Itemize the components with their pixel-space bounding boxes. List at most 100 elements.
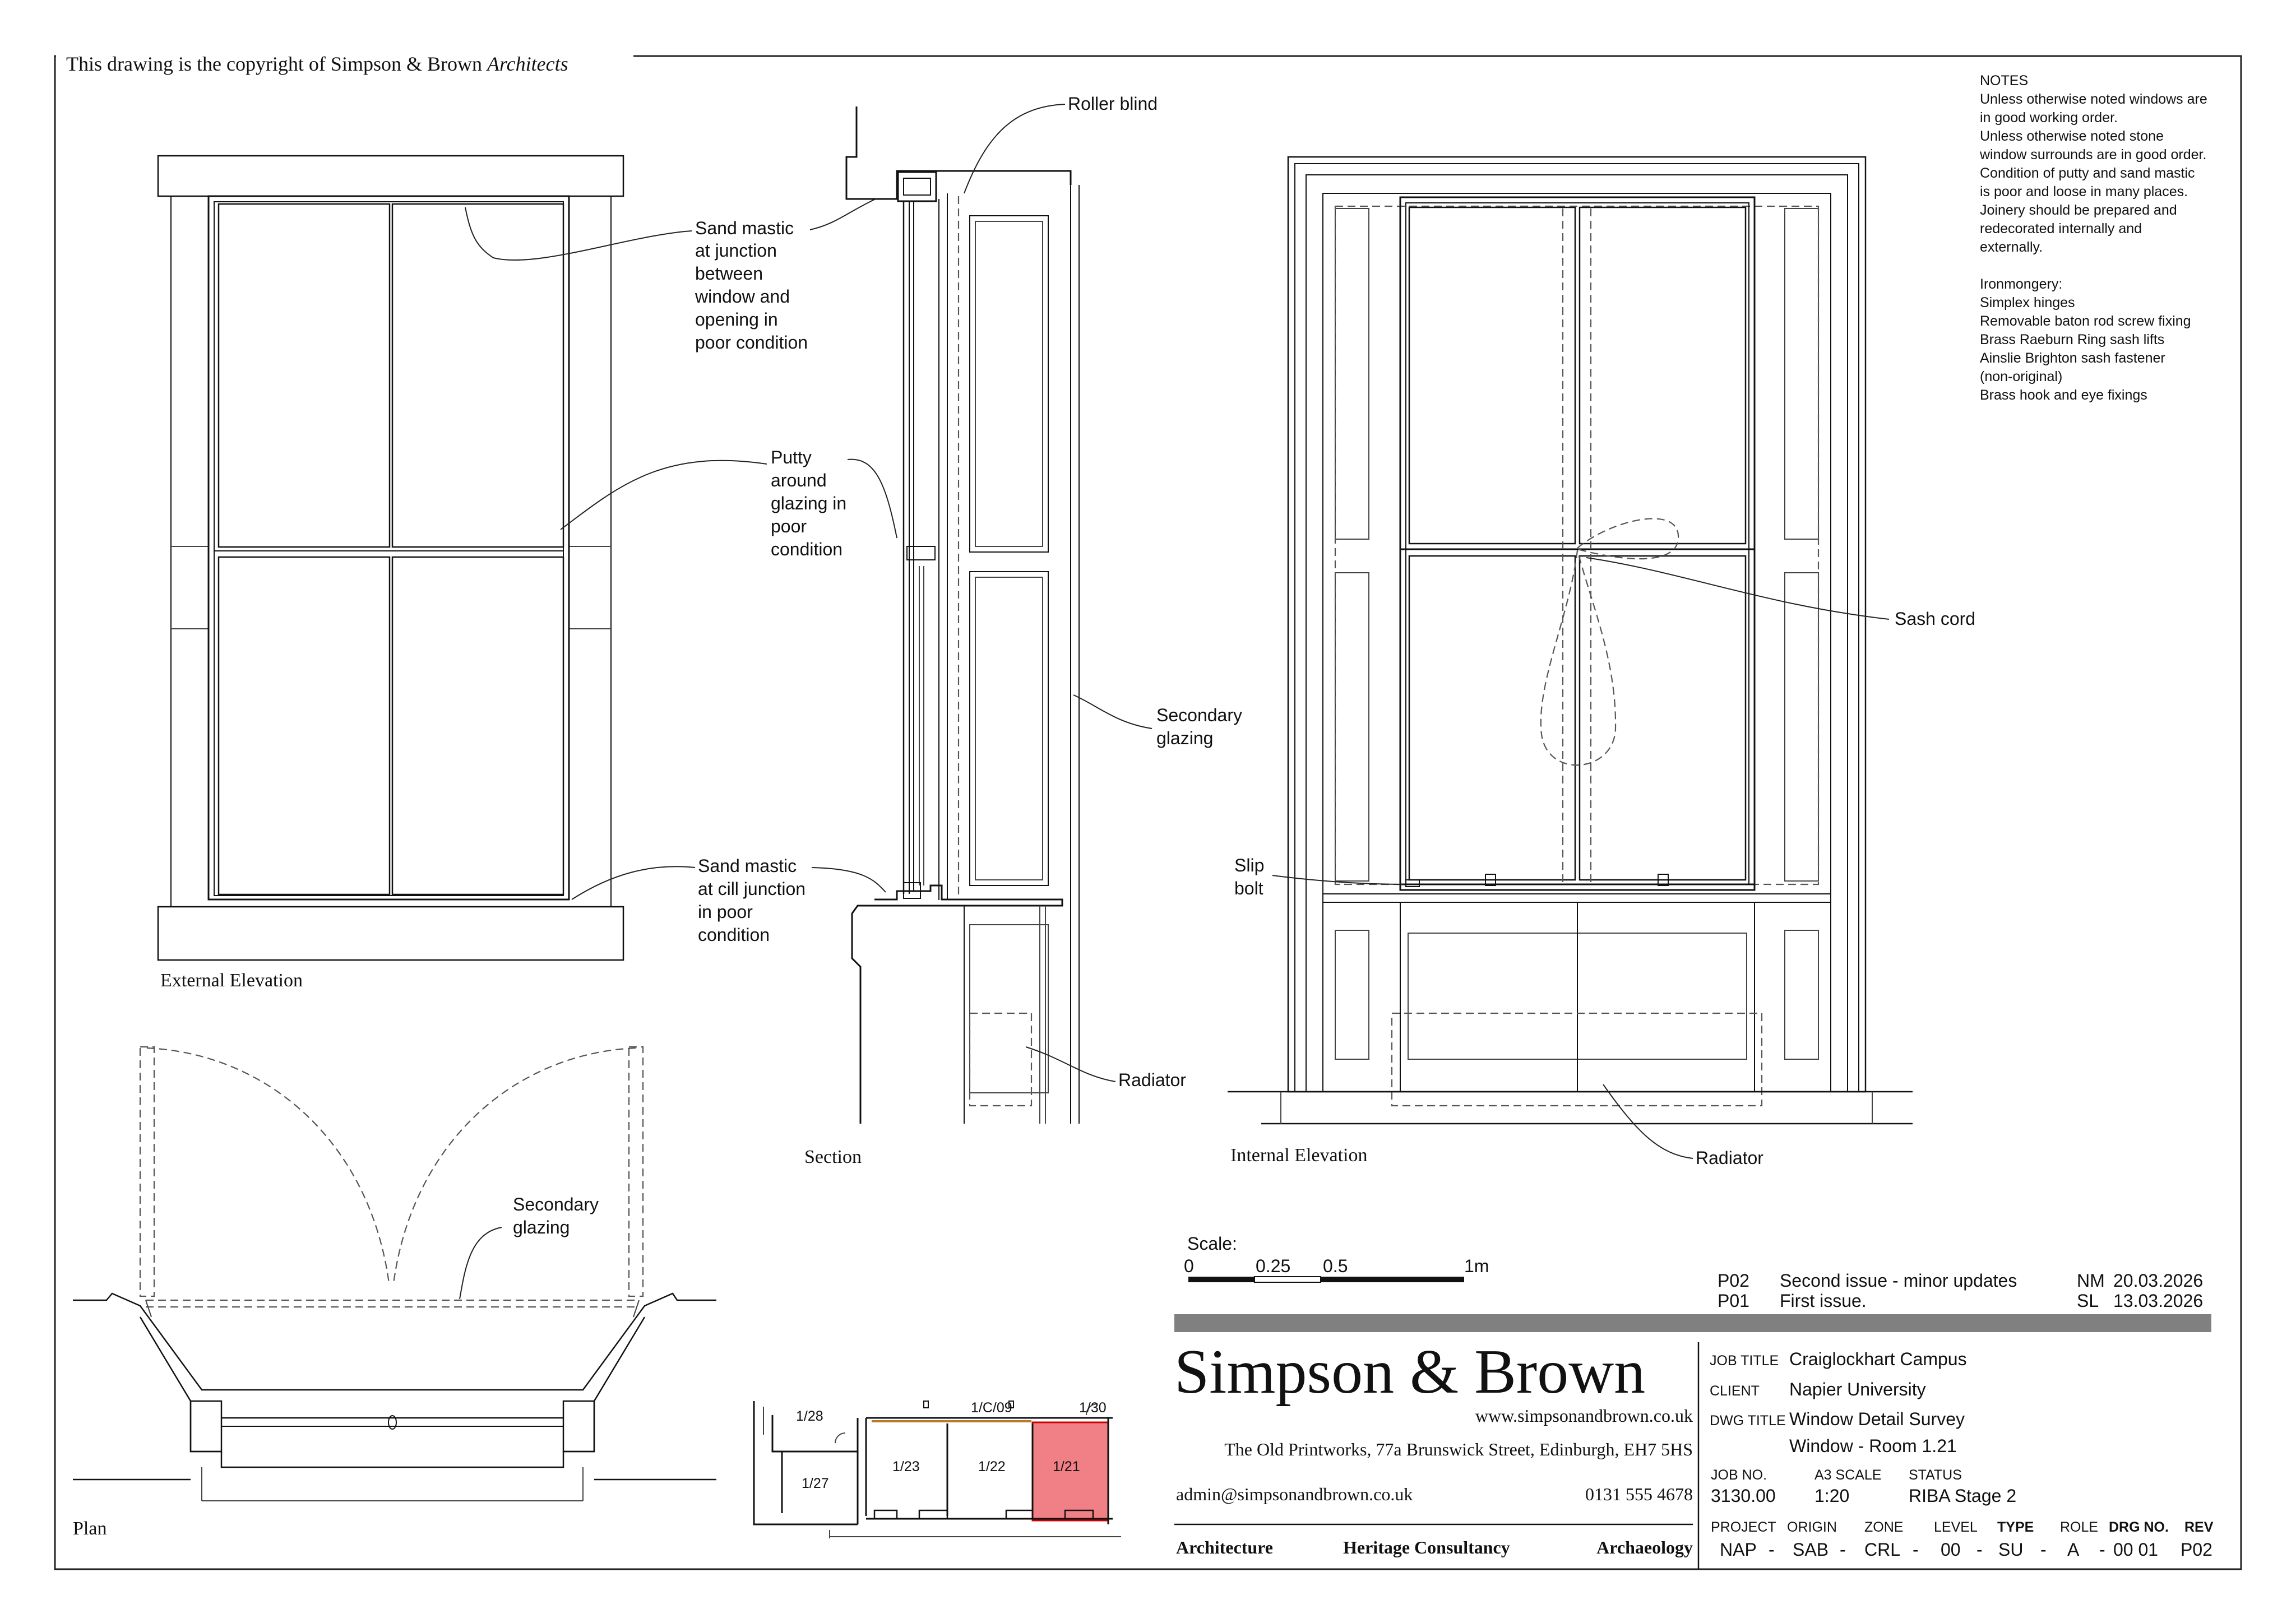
firm-logo: Simpson & Brown <box>1174 1337 1645 1407</box>
svg-text:00: 00 <box>1941 1539 1961 1560</box>
svg-text:in good working order.: in good working order. <box>1980 110 2118 126</box>
svg-text:Sand mastic: Sand mastic <box>695 218 794 238</box>
svg-text:0: 0 <box>1184 1256 1194 1276</box>
svg-text:1m: 1m <box>1464 1256 1489 1276</box>
svg-text:ORIGIN: ORIGIN <box>1787 1519 1837 1535</box>
notes-block: NOTES Unless otherwise noted windows are… <box>1979 73 2207 403</box>
copyright-notice: This drawing is the copyright of Simpson… <box>66 53 568 75</box>
svg-text:poor: poor <box>771 516 807 536</box>
svg-text:-: - <box>2099 1539 2105 1560</box>
annotation-roller-blind: Roller blind <box>1068 94 1158 114</box>
svg-text:Joinery should be prepared and: Joinery should be prepared and <box>1980 202 2177 218</box>
svg-text:0131 555 4678: 0131 555 4678 <box>1585 1484 1693 1504</box>
svg-text:Archaeology: Archaeology <box>1596 1537 1693 1557</box>
svg-text:bolt: bolt <box>1234 878 1263 898</box>
svg-text:condition: condition <box>698 925 770 945</box>
svg-text:window surrounds are in good o: window surrounds are in good order. <box>1979 147 2206 163</box>
svg-text:SU: SU <box>1998 1539 2023 1560</box>
svg-text:A3 SCALE: A3 SCALE <box>1814 1467 1882 1483</box>
svg-text:Secondary: Secondary <box>513 1194 599 1214</box>
svg-text:-: - <box>1913 1539 1919 1560</box>
firm-block: Simpson & Brown www.simpsonandbrown.co.u… <box>1174 1337 1700 1569</box>
svg-text:opening in: opening in <box>695 309 778 330</box>
svg-text:A: A <box>2067 1539 2080 1560</box>
svg-text:SAB: SAB <box>1793 1539 1829 1560</box>
svg-text:0.5: 0.5 <box>1323 1256 1348 1276</box>
annotation-sash-cord: Sash cord <box>1895 609 1975 629</box>
svg-text:glazing: glazing <box>513 1217 570 1237</box>
svg-text:Napier University: Napier University <box>1789 1379 1926 1399</box>
svg-text:1/C/09: 1/C/09 <box>971 1400 1012 1416</box>
svg-text:Condition of putty and sand ma: Condition of putty and sand mastic <box>1980 165 2195 181</box>
key-plan-highlight <box>1031 1421 1109 1522</box>
svg-text:glazing: glazing <box>1156 728 1213 748</box>
annotation-sand-mastic-cill: Sand mastic at cill junction in poor con… <box>698 856 806 945</box>
svg-text:-: - <box>1840 1539 1846 1560</box>
svg-text:Architecture: Architecture <box>1176 1537 1273 1557</box>
svg-text:P01: P01 <box>1718 1291 1749 1311</box>
svg-text:3130.00: 3130.00 <box>1711 1486 1776 1506</box>
svg-text:Brass Raeburn Ring sash lifts: Brass Raeburn Ring sash lifts <box>1980 332 2164 347</box>
key-plan: 1/28 1/C/09 1/30 1/27 1/23 1/22 1/21 <box>753 1400 1121 1538</box>
svg-text:First issue.: First issue. <box>1780 1291 1867 1311</box>
svg-text:The Old Printworks, 77a Brunsw: The Old Printworks, 77a Brunswick Street… <box>1224 1439 1693 1459</box>
annotation-secondary-glazing-plan: Secondary glazing <box>513 1194 599 1237</box>
svg-text:1/30: 1/30 <box>1079 1400 1107 1416</box>
svg-text:JOB NO.: JOB NO. <box>1711 1467 1767 1483</box>
svg-text:CRL: CRL <box>1864 1539 1900 1560</box>
svg-text:DWG TITLE: DWG TITLE <box>1710 1413 1786 1429</box>
svg-text:DRG NO.: DRG NO. <box>2109 1519 2169 1535</box>
internal-elevation: Internal Elevation <box>1228 156 1913 1166</box>
svg-text:-: - <box>1976 1539 1983 1560</box>
svg-text:(non-original): (non-original) <box>1980 369 2062 384</box>
svg-text:at cill junction: at cill junction <box>698 879 806 899</box>
label-internal-elevation: Internal Elevation <box>1230 1145 1368 1166</box>
label-plan: Plan <box>73 1518 107 1539</box>
svg-text:Sand mastic: Sand mastic <box>698 856 797 876</box>
svg-text:Craiglockhart Campus: Craiglockhart Campus <box>1789 1349 1967 1369</box>
section-view: Section <box>804 106 1080 1167</box>
svg-text:CLIENT: CLIENT <box>1710 1383 1760 1399</box>
svg-text:window and: window and <box>695 286 790 307</box>
svg-text:TYPE: TYPE <box>1997 1519 2034 1535</box>
svg-text:poor condition: poor condition <box>695 332 808 353</box>
svg-text:00 01: 00 01 <box>2113 1539 2158 1560</box>
svg-text:Putty: Putty <box>771 447 812 467</box>
svg-text:Second issue - minor updates: Second issue - minor updates <box>1780 1270 2017 1291</box>
plan-view: Plan <box>73 1046 716 1539</box>
sheet-border <box>54 55 2242 1570</box>
svg-text:Unless otherwise noted windows: Unless otherwise noted windows are <box>1980 91 2207 107</box>
svg-text:Heritage Consultancy: Heritage Consultancy <box>1343 1537 1510 1557</box>
annotation-putty: Putty around glazing in poor condition <box>771 447 846 559</box>
svg-text:NOTES: NOTES <box>1980 73 2028 89</box>
svg-text:REV: REV <box>2184 1519 2214 1535</box>
svg-text:condition: condition <box>771 539 843 559</box>
svg-text:Unless otherwise noted stone: Unless otherwise noted stone <box>1980 128 2164 144</box>
svg-text:PROJECT: PROJECT <box>1711 1519 1776 1535</box>
svg-text:1/21: 1/21 <box>1053 1459 1080 1474</box>
svg-text:Removable baton rod screw fixi: Removable baton rod screw fixing <box>1980 313 2191 329</box>
svg-text:Window Detail Survey: Window Detail Survey <box>1789 1409 1965 1429</box>
svg-text:13.03.2026: 13.03.2026 <box>2113 1291 2203 1311</box>
svg-text:SL: SL <box>2077 1291 2099 1311</box>
svg-text:RIBA Stage 2: RIBA Stage 2 <box>1909 1486 2016 1506</box>
svg-text:ZONE: ZONE <box>1864 1519 1903 1535</box>
svg-text:20.03.2026: 20.03.2026 <box>2113 1270 2203 1291</box>
svg-text:at junction: at junction <box>695 240 777 261</box>
annotation-secondary-glazing-section: Secondary glazing <box>1156 705 1242 748</box>
svg-text:Ironmongery:: Ironmongery: <box>1980 276 2062 292</box>
svg-text:0.25: 0.25 <box>1256 1256 1290 1276</box>
svg-text:-: - <box>2040 1539 2047 1560</box>
label-section: Section <box>804 1147 862 1167</box>
svg-text:in poor: in poor <box>698 902 753 922</box>
svg-text:Secondary: Secondary <box>1156 705 1242 725</box>
svg-text:Ainslie Brighton sash fastener: Ainslie Brighton sash fastener <box>1980 350 2165 366</box>
svg-text:www.simpsonandbrown.co.uk: www.simpsonandbrown.co.uk <box>1475 1406 1693 1426</box>
svg-text:JOB TITLE: JOB TITLE <box>1710 1353 1779 1369</box>
external-elevation: External Elevation <box>157 155 624 991</box>
svg-text:ROLE: ROLE <box>2060 1519 2098 1535</box>
title-block: JOB TITLE Craiglockhart Campus CLIENT Na… <box>1710 1349 2214 1560</box>
svg-text:P02: P02 <box>2181 1539 2212 1560</box>
svg-text:-: - <box>1769 1539 1775 1560</box>
